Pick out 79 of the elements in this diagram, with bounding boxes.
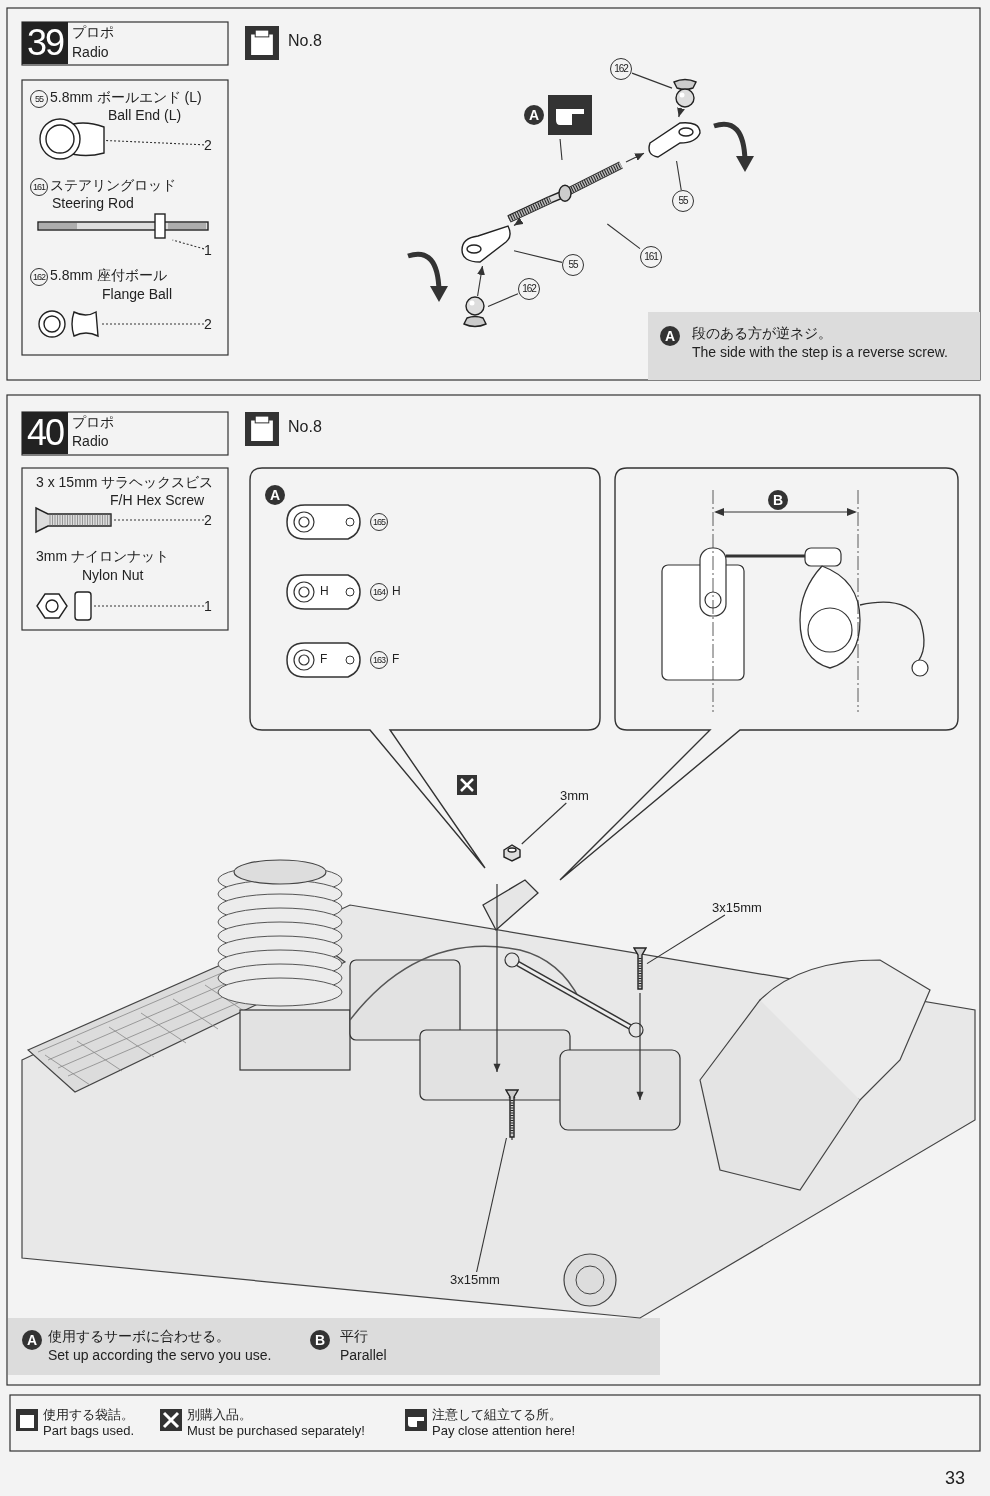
part-number: 162 <box>30 268 48 286</box>
leader-line <box>646 914 726 965</box>
quantity: 2 <box>204 512 212 528</box>
leader-line <box>631 72 673 89</box>
steering-rod-drawing <box>37 212 209 240</box>
size-label: 3mm <box>560 788 589 803</box>
quantity: 1 <box>204 598 212 614</box>
part-name: 5.8mm ボールエンド (L) <box>50 89 202 106</box>
quantity: 2 <box>204 316 212 332</box>
leader-line <box>105 139 205 146</box>
part-number: 161 <box>30 178 48 196</box>
flange-ball-drawing <box>672 78 698 108</box>
ball-end-drawing <box>458 222 514 266</box>
horn-letter: F <box>392 651 400 668</box>
bag-number: No.8 <box>288 32 322 49</box>
step-title: プロポ <box>72 414 114 431</box>
note-text: 使用するサーボに合わせる。 <box>48 1328 230 1345</box>
part-number: 55 <box>30 90 48 108</box>
leader-line <box>487 293 519 307</box>
note-text: Parallel <box>340 1347 387 1364</box>
part-name: 3mm ナイロンナット <box>36 548 169 565</box>
step-number: 39 <box>22 22 68 64</box>
step-title: Radio <box>72 433 109 450</box>
leader-line <box>92 605 205 607</box>
bag-number: No.8 <box>288 418 322 435</box>
callout-number: 162 <box>610 58 632 80</box>
leader-line <box>606 223 641 250</box>
nylon-nut-drawing <box>36 590 93 622</box>
part-name: Nylon Nut <box>82 567 144 584</box>
note-text: Set up according the servo you use. <box>48 1347 272 1364</box>
size-label: 3x15mm <box>450 1272 500 1287</box>
part-name: 5.8mm 座付ボール <box>50 267 167 284</box>
legend-text: 注意して組立てる所。 Pay close attention here! <box>432 1407 576 1439</box>
legend-text: 使用する袋詰。 Part bags used. <box>43 1407 135 1439</box>
leader-line <box>99 323 205 325</box>
step-number: 40 <box>22 412 68 454</box>
arrow <box>513 217 524 227</box>
part-name: Flange Ball <box>102 286 173 303</box>
horn-letter: F <box>320 651 328 668</box>
flange-ball-drawing <box>462 296 488 328</box>
leader-line <box>521 802 567 845</box>
part-name: Ball End (L) <box>108 107 182 124</box>
flat-head-screw-drawing <box>633 946 647 990</box>
note-text: The side with the step is a reverse screw. <box>692 344 948 361</box>
arrow <box>625 152 645 163</box>
note-text: 平行 <box>340 1328 368 1345</box>
size-label: 3x15mm <box>712 900 762 915</box>
note-text: 段のある方が逆ネジ。 <box>692 325 832 342</box>
leader-line <box>513 250 563 263</box>
part-name: 3 x 15mm サラヘックスビス <box>36 474 214 491</box>
step-title: プロポ <box>72 24 114 41</box>
leader-line <box>476 1137 507 1273</box>
ball-end-drawing <box>38 117 106 161</box>
page-number: 33 <box>945 1470 966 1487</box>
arrow <box>677 107 685 118</box>
leader-line <box>676 160 682 191</box>
flange-ball-drawing <box>38 309 100 339</box>
part-name: ステアリングロッド <box>50 177 176 194</box>
marker-letter: A <box>524 105 544 125</box>
part-name: Steering Rod <box>52 195 134 212</box>
quantity: 1 <box>204 242 212 258</box>
steering-rod-drawing <box>504 160 626 224</box>
callout-number: 55 <box>672 190 694 212</box>
callout-number: 55 <box>562 254 584 276</box>
callout-number: 162 <box>518 278 540 300</box>
horn-letter: H <box>392 583 401 600</box>
callout-number: 161 <box>640 246 662 268</box>
flat-head-screw-drawing <box>35 506 113 534</box>
step-title: Radio <box>72 44 109 61</box>
arrow <box>477 265 485 297</box>
legend-text: 別購入品。 Must be purchased separately! <box>187 1407 365 1439</box>
part-name: F/H Hex Screw <box>110 492 205 509</box>
leader-line <box>112 519 205 521</box>
flat-head-screw-drawing <box>505 1088 519 1138</box>
nylon-nut-drawing <box>502 844 522 862</box>
quantity: 2 <box>204 137 212 153</box>
horn-letter: H <box>320 583 329 600</box>
leader-line <box>559 138 563 161</box>
leader-line <box>171 239 205 250</box>
